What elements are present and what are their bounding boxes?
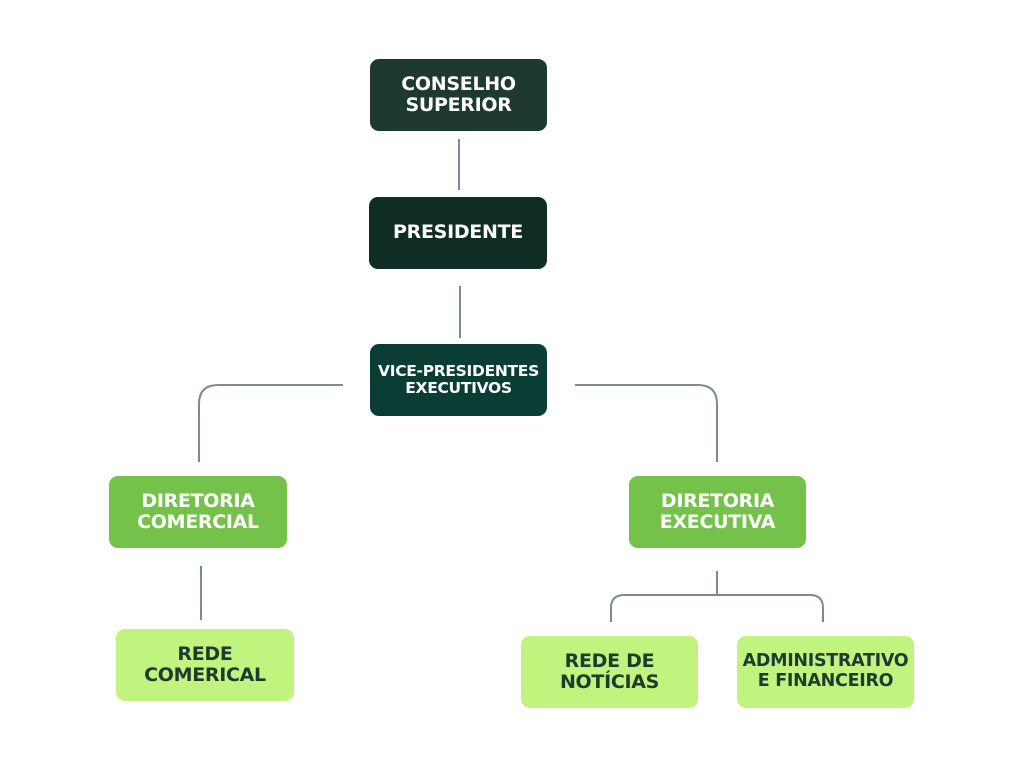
node-vice-presidentes: VICE-PRESIDENTES EXECUTIVOS <box>370 344 547 416</box>
node-rede-noticias-label: REDE DE NOTÍCIAS <box>559 649 660 693</box>
node-diretoria-comercial: DIRETORIA COMERCIAL <box>109 476 287 548</box>
node-diretoria-comercial-label: DIRETORIA COMERCIAL <box>137 489 259 533</box>
node-conselho-superior-label: CONSELHO SUPERIOR <box>401 72 516 116</box>
node-administrativo-financeiro: ADMINISTRATIVO E FINANCEIRO <box>737 636 914 708</box>
node-diretoria-executiva: DIRETORIA EXECUTIVA <box>629 476 806 548</box>
connector-executiva-branches <box>610 594 824 622</box>
node-rede-comercial: REDE COMERICAL <box>116 629 294 701</box>
node-rede-noticias: REDE DE NOTÍCIAS <box>521 636 698 708</box>
node-conselho-superior: CONSELHO SUPERIOR <box>370 59 547 131</box>
node-diretoria-executiva-label: DIRETORIA EXECUTIVA <box>659 489 776 533</box>
node-rede-comercial-label: REDE COMERICAL <box>144 642 266 686</box>
node-administrativo-financeiro-label: ADMINISTRATIVO E FINANCEIRO <box>742 651 909 691</box>
connector-vice-comercial <box>198 384 343 462</box>
node-presidente-label: PRESIDENTE <box>393 221 523 244</box>
node-presidente: PRESIDENTE <box>369 197 547 269</box>
node-vice-presidentes-label: VICE-PRESIDENTES EXECUTIVOS <box>378 361 539 397</box>
connector-vice-executiva <box>575 384 718 462</box>
